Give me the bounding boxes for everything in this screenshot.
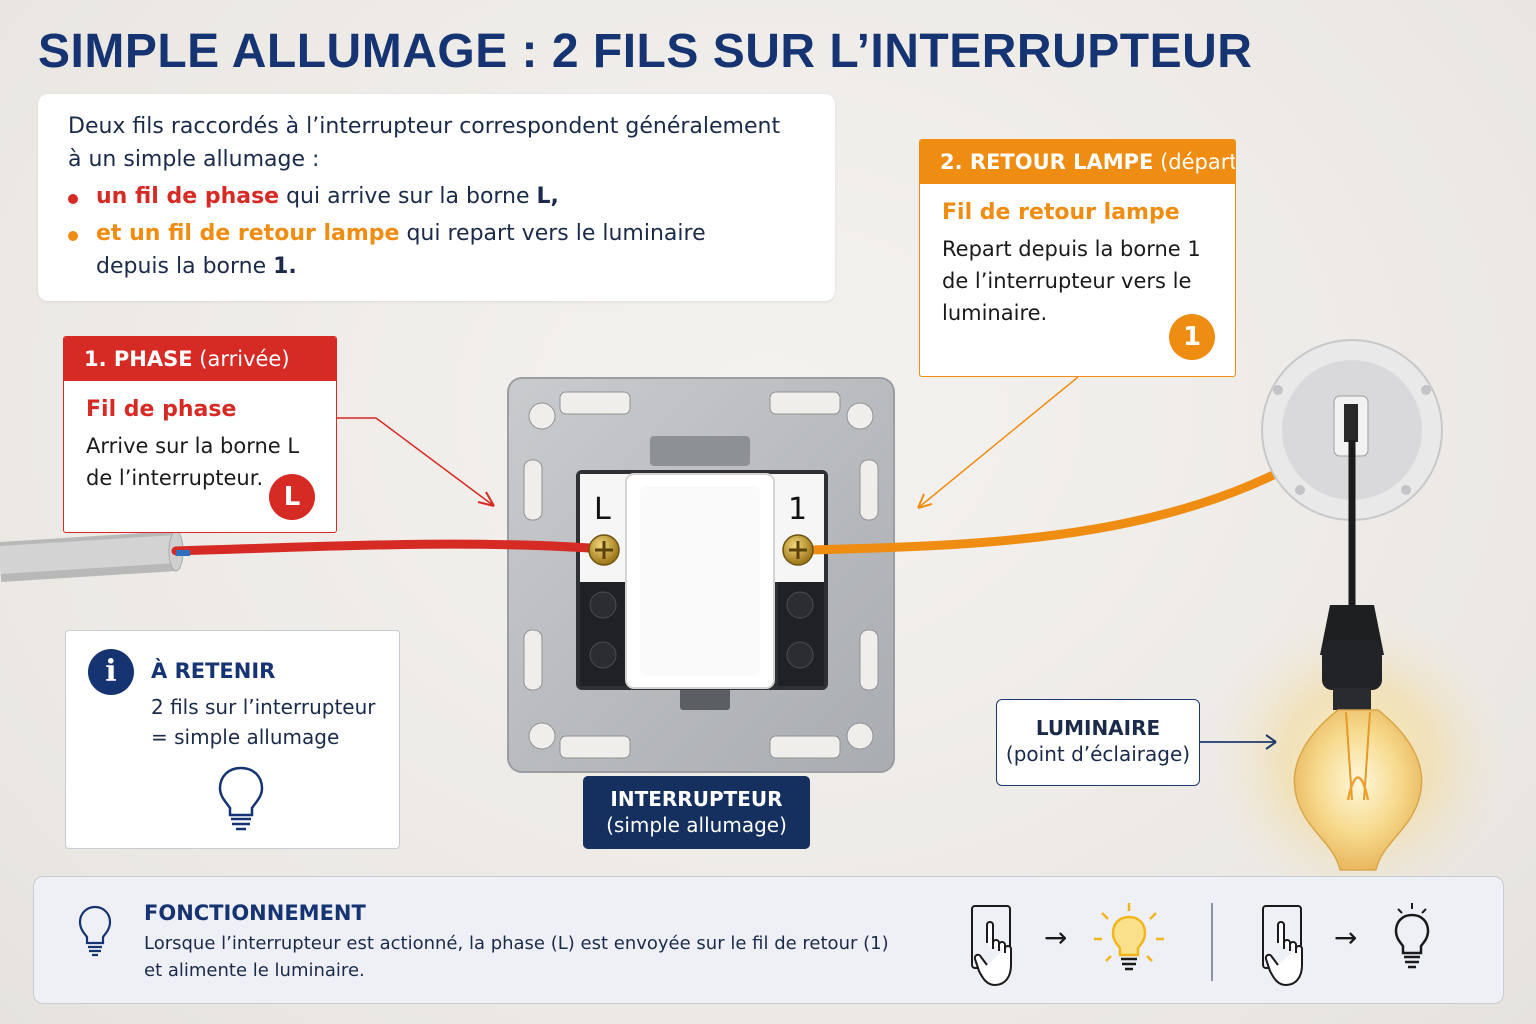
retenir-line-2: = simple allumage	[151, 725, 340, 749]
phase-callout-header: 1. PHASE (arrivée)	[64, 337, 336, 381]
fonctionnement-line-1: Lorsque l’interrupteur est actionné, la …	[144, 933, 889, 954]
lightbulb-outline-icon	[218, 766, 264, 831]
sheath-cable	[0, 530, 184, 582]
retour-callout: 2. RETOUR LAMPE (départ) Fil de retour l…	[919, 139, 1236, 377]
terminal-screw-l	[588, 534, 620, 566]
fonctionnement-line-2: et alimente le luminaire.	[144, 960, 365, 981]
page-title: SIMPLE ALLUMAGE : 2 FILS SUR L’INTERRUPT…	[38, 25, 1253, 78]
phase-callout-subtitle: Fil de phase	[86, 397, 237, 422]
luminaire-pointer-arrow	[1200, 734, 1277, 750]
intro-line-1: Deux fils raccordés à l’interrupteur cor…	[68, 114, 781, 139]
fonctionnement-title: FONCTIONNEMENT	[144, 901, 366, 925]
phase-badge: L	[269, 474, 315, 520]
terminal-label-l: L	[594, 492, 611, 527]
phase-callout-text: Arrive sur la borne L de l’interrupteur.	[86, 434, 300, 490]
lightbulb-outline-icon	[78, 905, 112, 957]
intro-card: Deux fils raccordés à l’interrupteur cor…	[38, 94, 835, 301]
fonctionnement-panel: FONCTIONNEMENT Lorsque l’interrupteur es…	[33, 876, 1504, 1004]
intro-bullet-phase: un fil de phase qui arrive sur la borne …	[68, 180, 805, 213]
hand-press-switch-icon	[1262, 905, 1303, 986]
terminal-label-1: 1	[788, 492, 808, 527]
terminal-screw-1	[782, 534, 814, 566]
retenir-card: i À RETENIR 2 fils sur l’interrupteur = …	[65, 630, 400, 849]
switch-rocker[interactable]	[625, 473, 775, 689]
retour-pointer-arrow	[917, 376, 1079, 509]
interrupteur-label: INTERRUPTEUR (simple allumage)	[583, 776, 810, 849]
intro-bullet-retour: et un fil de retour lampe qui repart ver…	[68, 217, 805, 283]
retenir-title: À RETENIR	[151, 659, 276, 683]
phase-pointer-arrow	[337, 417, 495, 507]
retour-callout-text: Repart depuis la borne 1 de l’interrupte…	[942, 237, 1201, 325]
retour-badge: 1	[1169, 314, 1215, 360]
bullet-dot-orange-icon	[68, 231, 78, 241]
sequence-divider	[1211, 903, 1213, 981]
phase-wire	[171, 539, 595, 556]
lightbulb-on-icon	[1094, 903, 1164, 971]
luminaire-label: LUMINAIRE (point d’éclairage)	[996, 699, 1200, 786]
luminaire-bulb	[1208, 605, 1508, 910]
hand-press-switch-icon	[971, 905, 1012, 986]
retour-callout-subtitle: Fil de retour lampe	[942, 200, 1180, 225]
ceiling-junction-box	[1261, 339, 1443, 521]
lightbulb-off-icon	[1394, 903, 1430, 969]
bullet-dot-red-icon	[68, 194, 78, 204]
retenir-line-1: 2 fils sur l’interrupteur	[151, 695, 376, 719]
arrow-right-icon: →	[1044, 921, 1068, 954]
phase-callout: 1. PHASE (arrivée) Fil de phase Arrive s…	[63, 336, 337, 533]
arrow-right-icon: →	[1334, 921, 1358, 954]
retour-callout-header: 2. RETOUR LAMPE (départ)	[920, 140, 1235, 184]
info-icon: i	[88, 649, 134, 695]
intro-line-2: à un simple allumage :	[68, 147, 320, 172]
